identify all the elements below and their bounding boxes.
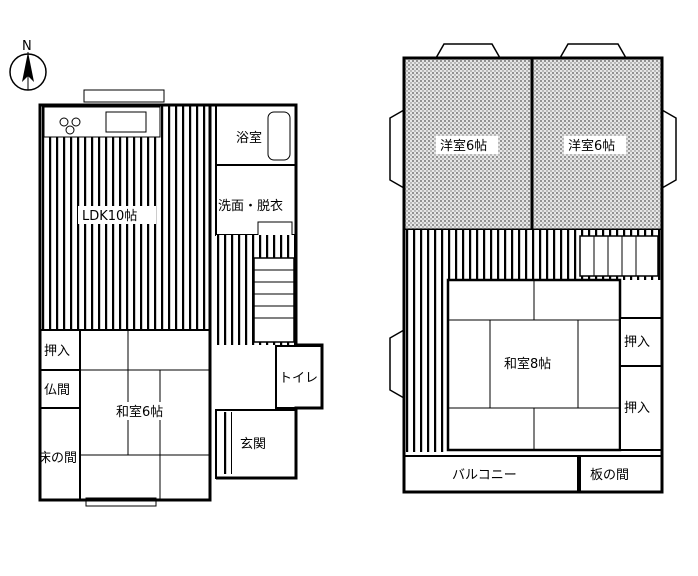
window [85,497,157,507]
storage-label: 押入 [44,344,70,359]
stove-burner-icon [71,117,81,127]
wood-alcove-label: 板の間 [590,468,629,483]
bay-window [661,109,677,189]
balcony-label: バルコニー [452,468,517,483]
washitsu-8-label: 和室8帖 [504,356,551,372]
stairs-2f [579,235,659,277]
bath-label: 浴室 [236,130,262,146]
storage-bottom-label: 押入 [624,401,650,416]
bay-window [389,329,405,399]
entrance-label: 玄関 [240,437,266,452]
bay-window [389,109,405,189]
toilet-label: トイレ [279,371,318,386]
window [83,89,165,103]
floor1: LDK10帖 浴室 洗面・脱衣 押入 仏間 床の間 和室6帖 [38,89,324,507]
western-left-label: 洋室6帖 [440,138,487,154]
compass: N [9,39,47,91]
stove-burner-icon [65,125,75,135]
bay-window [559,43,627,59]
altar-label: 仏間 [44,383,70,398]
western-right-label: 洋室6帖 [568,138,615,154]
storage-closet-top [619,317,663,367]
north-label: N [22,39,32,54]
alcove-label: 床の間 [38,451,77,466]
floor2: 洋室6帖 洋室6帖 和室8帖 押入 押入 バルコニー [389,43,677,494]
wood-alcove [579,455,663,493]
bay-window [435,43,501,59]
bathtub-icon [267,111,291,161]
ldk-label: LDK10帖 [82,209,137,224]
sink-icon [105,111,147,133]
stove-burner-icon [59,117,69,127]
stairs [253,257,295,343]
washroom-label: 洗面・脱衣 [218,198,283,214]
washitsu-label: 和室6帖 [116,404,163,420]
storage-top-label: 押入 [624,335,650,350]
